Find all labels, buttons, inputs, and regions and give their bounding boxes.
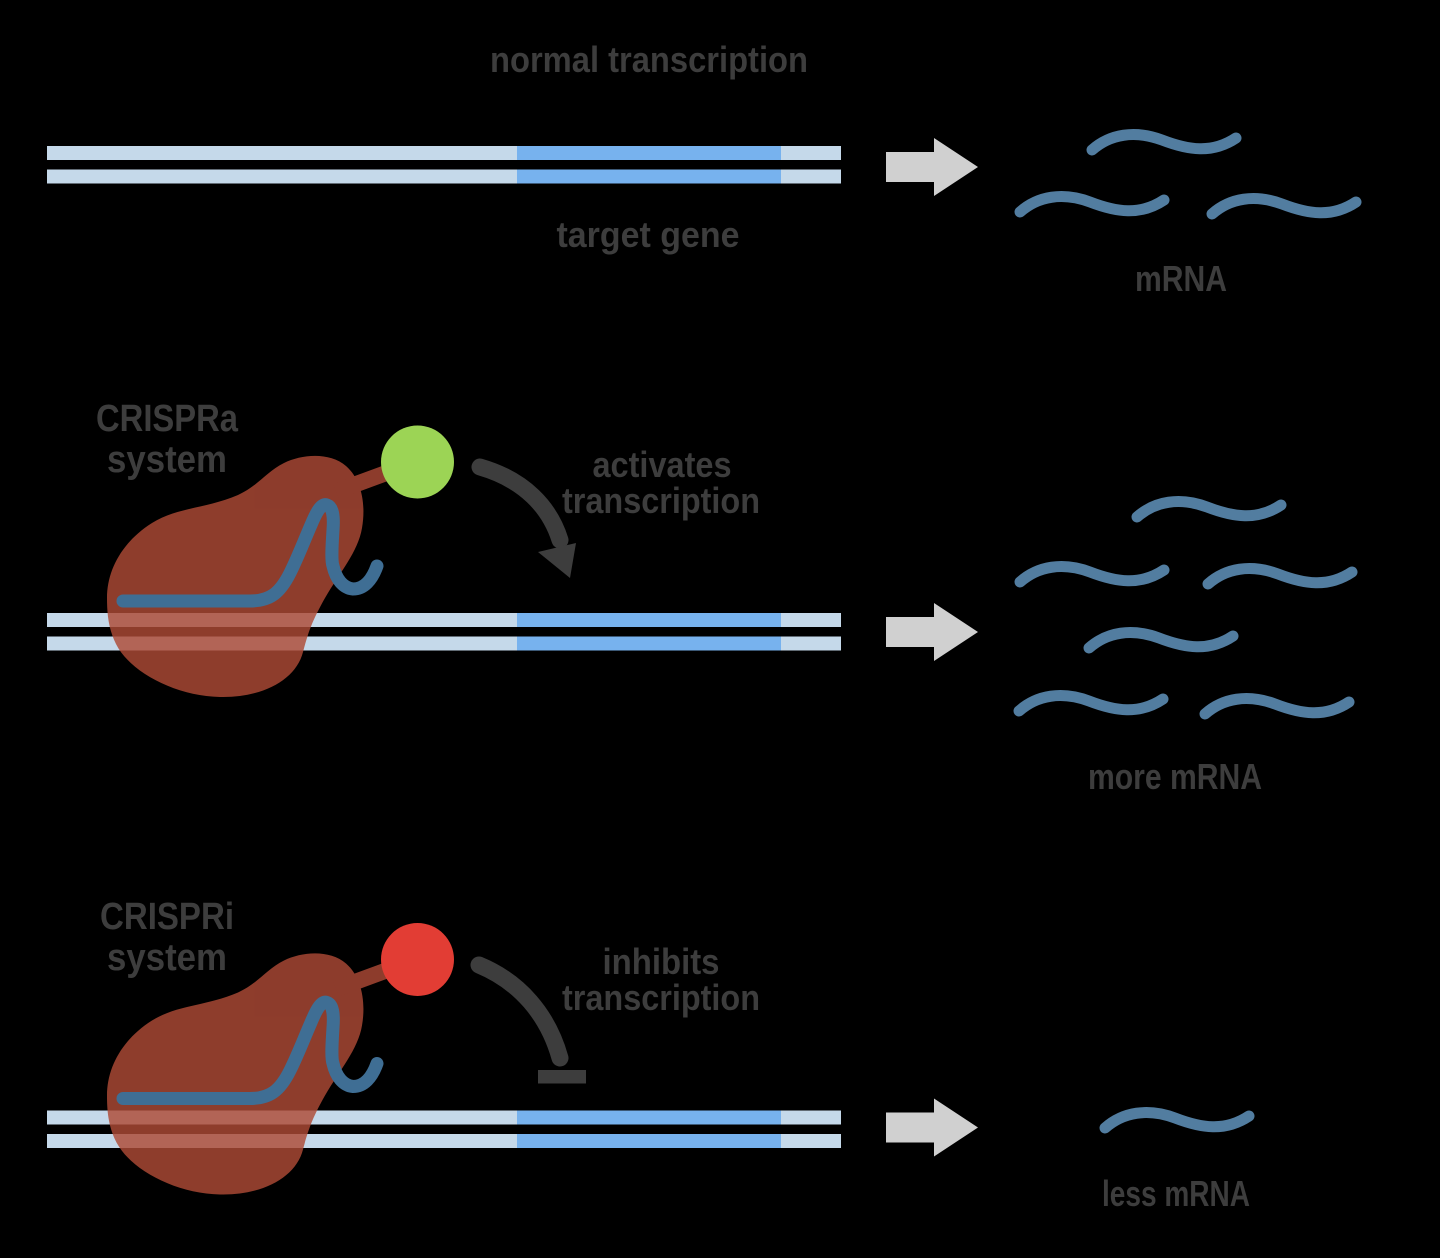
crispra-system-label-line1: CRISPRa [96,398,239,440]
mrna-label: mRNA [1135,258,1227,299]
activates-arrow [471,458,576,578]
more-mrna-label: more mRNA [1088,756,1262,797]
crispri-system-label-line1: CRISPRi [100,896,234,938]
inhibits-label-line2: transcription [562,977,760,1018]
activates-label-line1: activates [593,444,732,485]
crispri-system-label-line2: system [107,937,227,979]
normal-transcription-label: normal transcription [490,39,808,80]
activates-label-line2: transcription [562,480,760,521]
inhibits-arrow [470,956,586,1084]
inhibitor-domain [381,923,454,996]
inhibits-label-line1: inhibits [603,941,720,982]
less-mrna-label: less mRNA [1102,1173,1250,1214]
activator-domain [381,425,454,499]
target-gene-label: target gene [557,214,740,255]
crispra-system-label-line2: system [107,439,227,481]
